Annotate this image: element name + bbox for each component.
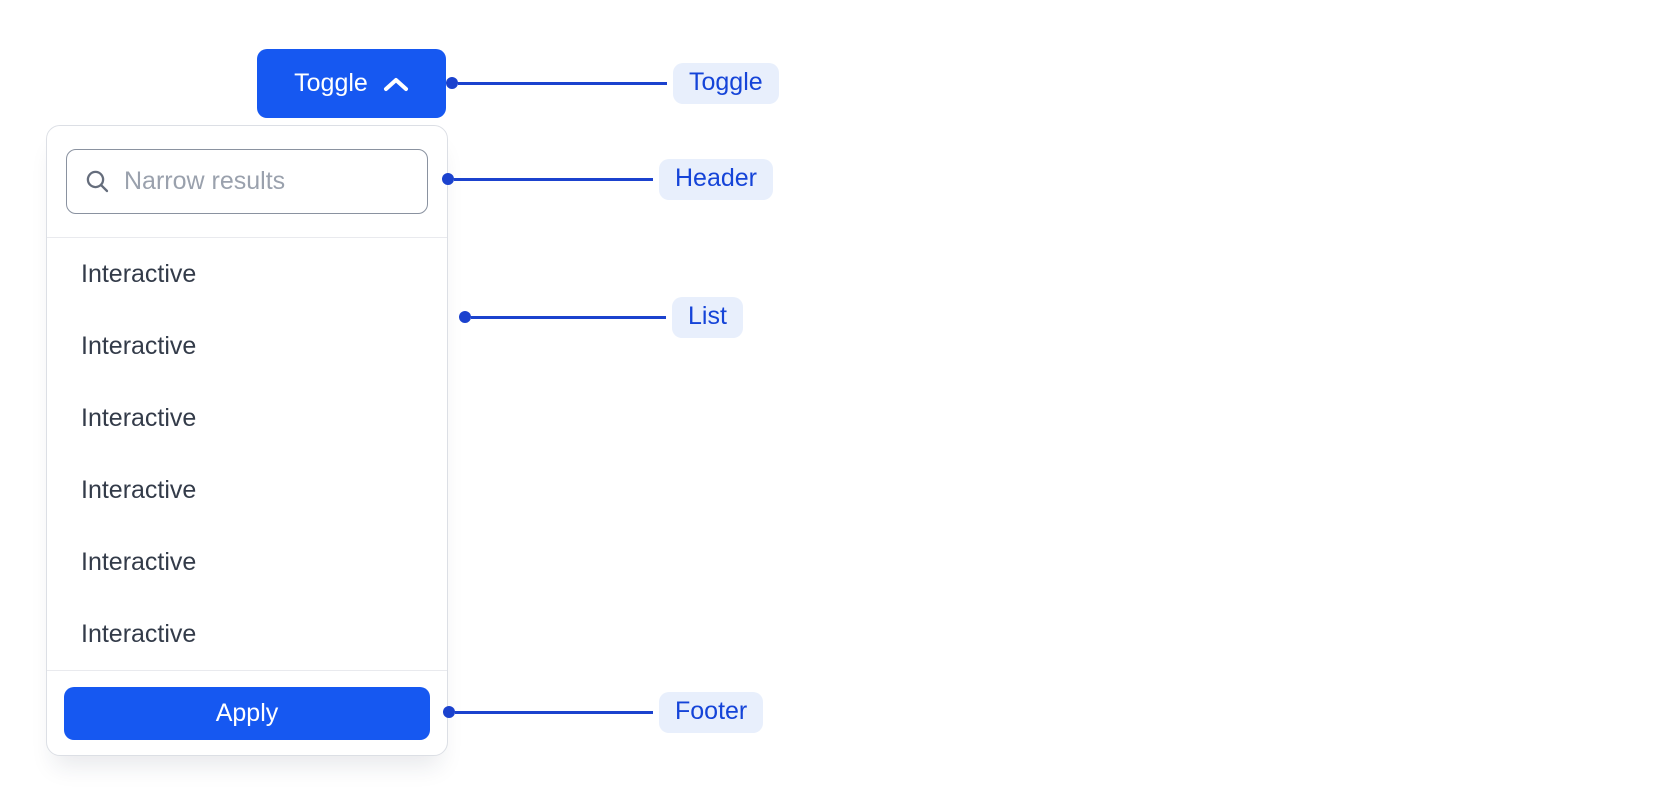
- search-input[interactable]: [124, 167, 413, 196]
- annotation-leader-line: [458, 81, 667, 85]
- dropdown-footer: Apply: [47, 670, 447, 757]
- apply-button[interactable]: Apply: [64, 687, 430, 740]
- dropdown-header: [47, 126, 447, 238]
- annotation-list: List: [459, 296, 743, 338]
- list-item[interactable]: Interactive: [81, 619, 197, 648]
- list-item[interactable]: Interactive: [81, 403, 197, 432]
- list-item[interactable]: Interactive: [81, 259, 197, 288]
- annotation-toggle: Toggle: [446, 62, 779, 104]
- chevron-up-icon: [383, 70, 409, 99]
- search-icon: [85, 169, 110, 194]
- annotation-label: Footer: [659, 691, 764, 733]
- annotation-dot: [459, 311, 471, 323]
- annotation-dot: [442, 173, 454, 185]
- list-item[interactable]: Interactive: [81, 475, 197, 504]
- annotation-leader-line: [454, 177, 653, 181]
- annotation-label: Header: [659, 158, 773, 200]
- search-box[interactable]: [66, 149, 428, 214]
- annotation-label: Toggle: [673, 62, 779, 104]
- annotation-dot: [443, 706, 455, 718]
- annotation-label: List: [672, 296, 743, 338]
- list-item[interactable]: Interactive: [81, 331, 197, 360]
- annotation-leader-line: [471, 315, 666, 319]
- annotation-footer: Footer: [443, 691, 764, 733]
- list-item[interactable]: Interactive: [81, 547, 197, 576]
- toggle-button-label: Toggle: [294, 69, 368, 97]
- dropdown-panel: Interactive Interactive Interactive Inte…: [46, 125, 448, 756]
- toggle-button[interactable]: Toggle: [257, 49, 446, 118]
- annotation-leader-line: [455, 710, 653, 714]
- annotation-dot: [446, 77, 458, 89]
- dropdown-list: Interactive Interactive Interactive Inte…: [47, 238, 447, 670]
- annotation-header: Header: [442, 158, 773, 200]
